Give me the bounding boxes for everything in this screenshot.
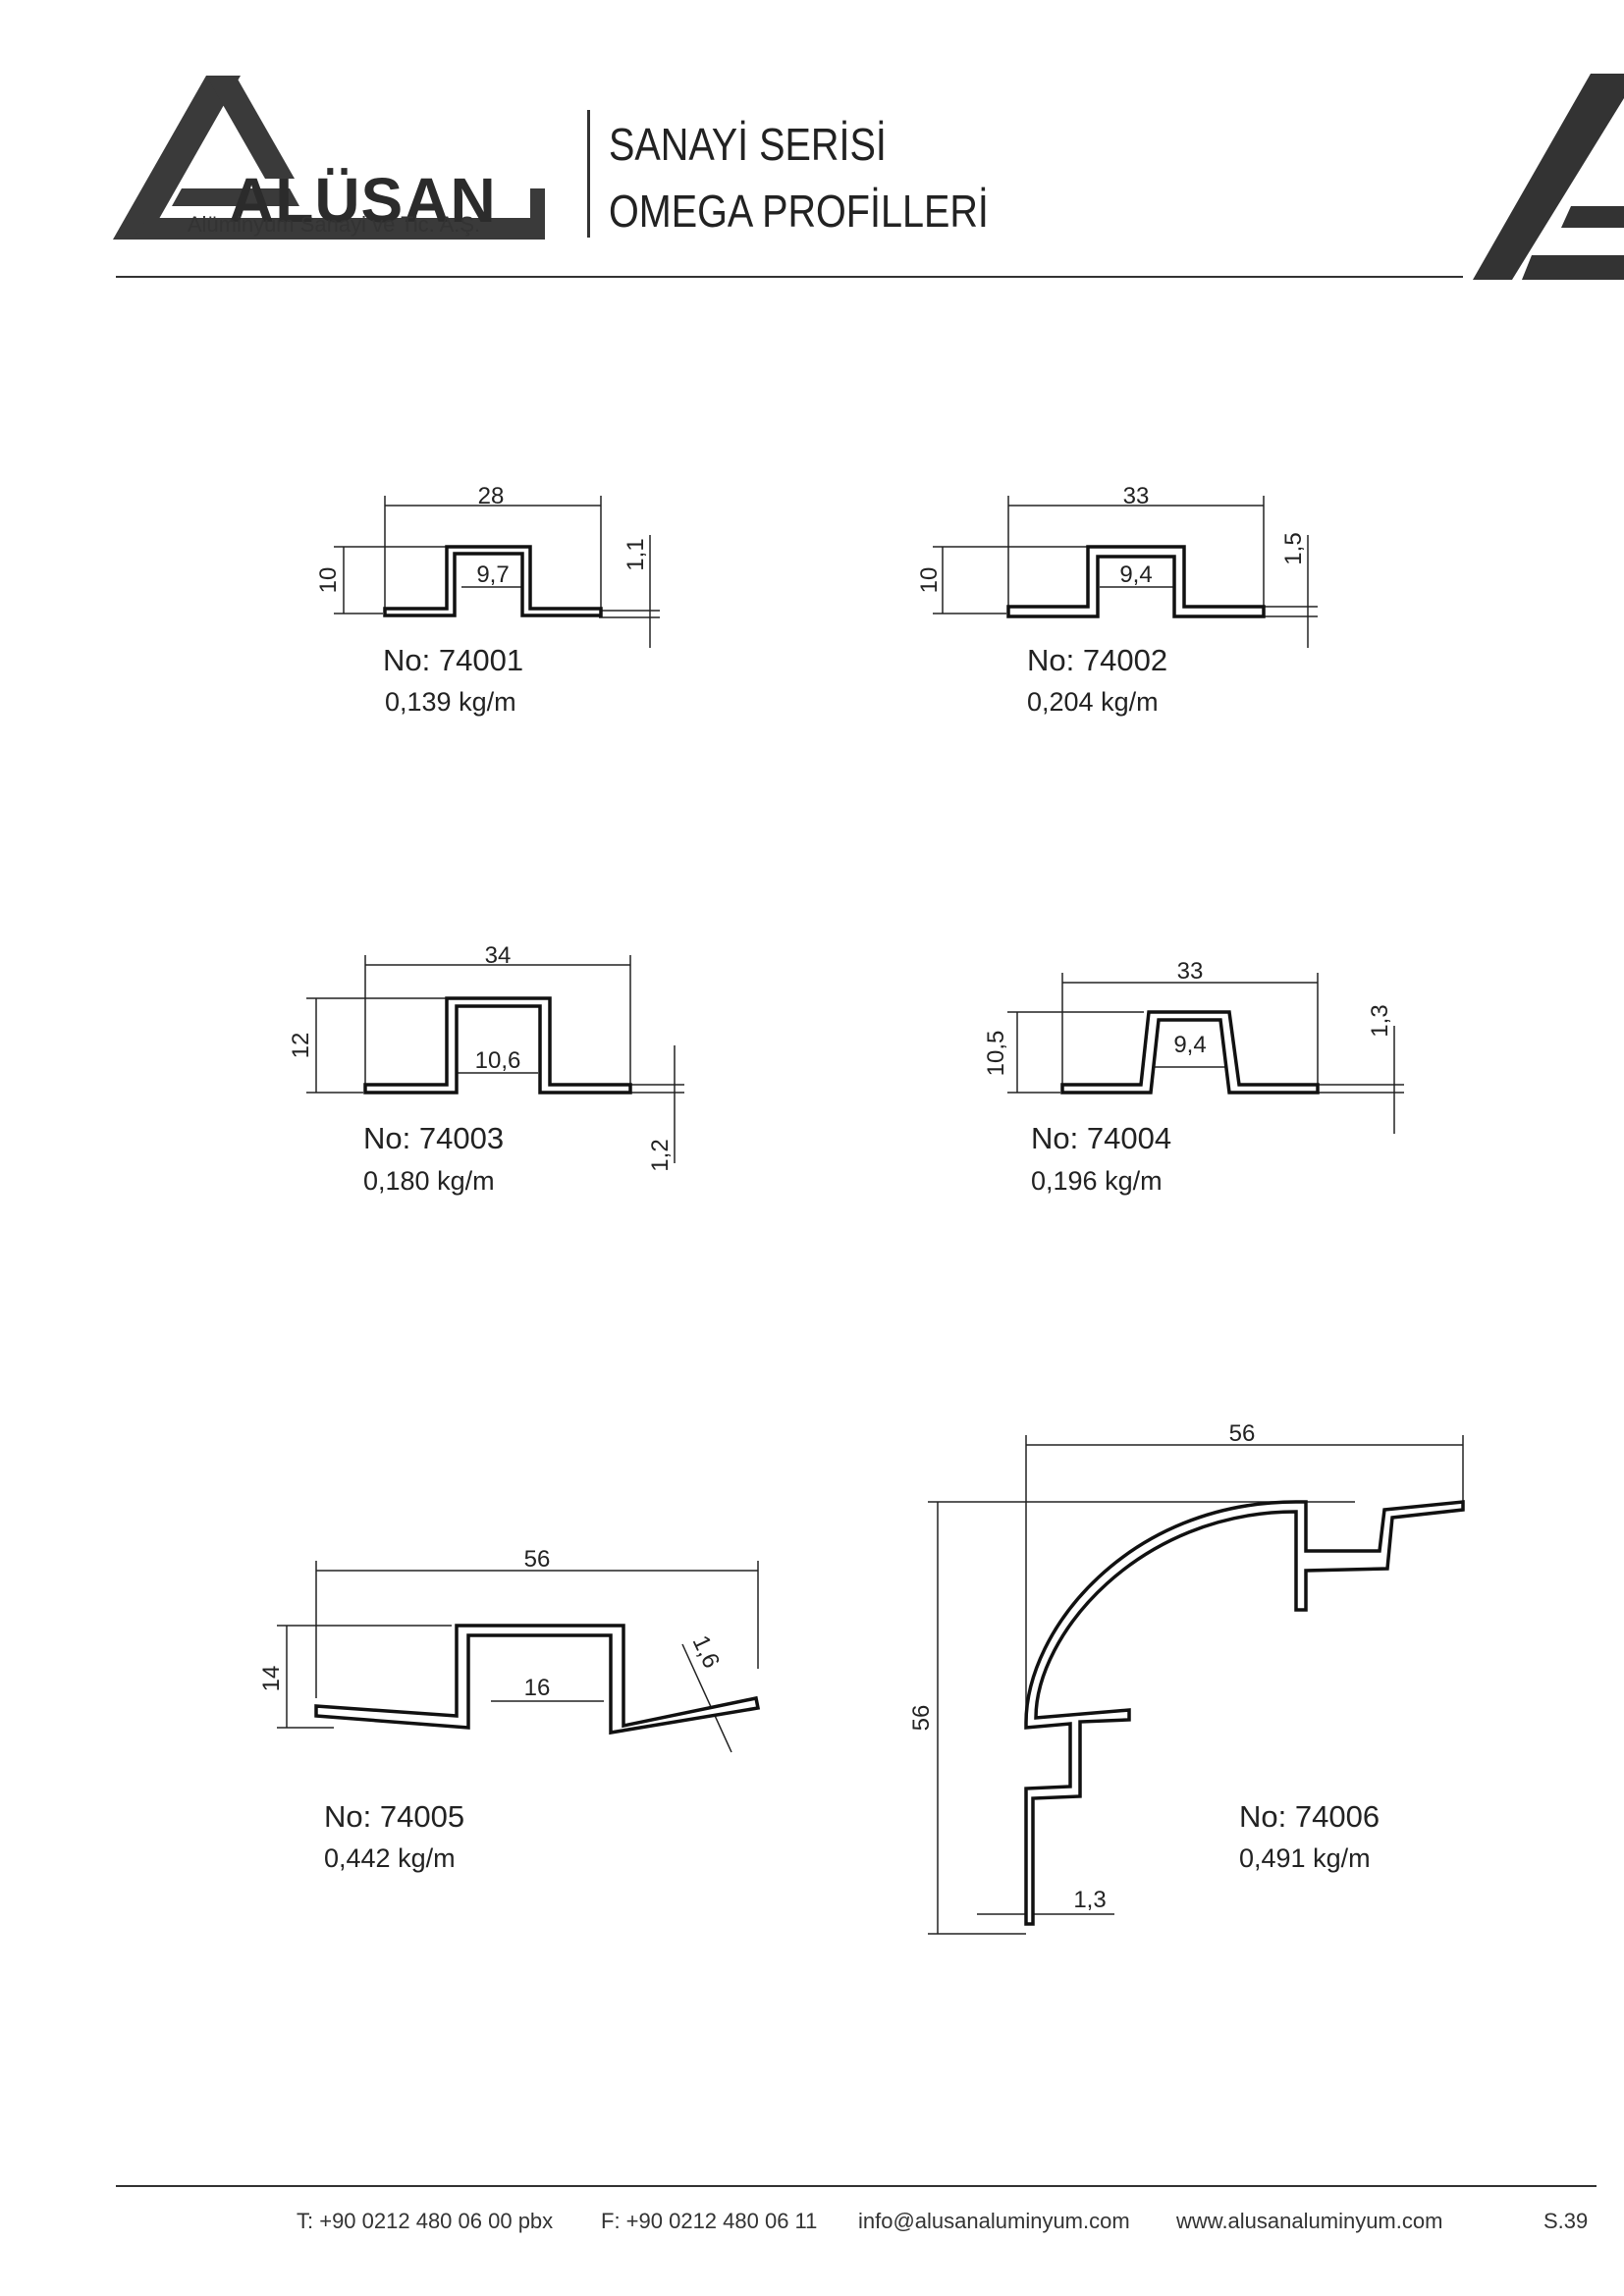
profile-drawing-74005: 56 16 14 1,6 (258, 1546, 761, 1753)
profile-number: No: 74006 (1239, 1799, 1380, 1834)
dim-height: 14 (258, 1666, 285, 1692)
dim-inner: 9,4 (1173, 1032, 1206, 1058)
dim-width: 56 (1229, 1420, 1256, 1447)
profile-number: No: 74001 (383, 643, 524, 677)
dim-thickness: 1,3 (1367, 1004, 1393, 1037)
dim-thickness: 1,2 (647, 1139, 674, 1171)
profile-drawing-74006: 56 56 1,3 (908, 1420, 1465, 1935)
dim-thickness: 1,3 (1073, 1887, 1106, 1913)
company-name: ALÜSAN (229, 165, 497, 236)
dim-width: 33 (1177, 958, 1204, 985)
dim-inner: 9,4 (1119, 561, 1152, 588)
corner-logo (1463, 59, 1624, 285)
header-rule (116, 276, 1463, 278)
company-logo: ALÜSAN Alüminyum Sanayi ve Tic. A.Ş. (113, 71, 555, 247)
series-title: SANAYİ SERİSİ (609, 119, 887, 170)
corner-logo-icon (1473, 74, 1624, 280)
profile-number: No: 74003 (363, 1121, 505, 1155)
profile-weight: 0,491 kg/m (1239, 1843, 1371, 1873)
header-divider (587, 110, 590, 238)
dim-inner: 9,7 (476, 561, 509, 588)
profile-number: No: 74005 (324, 1799, 465, 1834)
dim-thickness: 1,5 (1280, 532, 1307, 564)
dim-width: 33 (1123, 483, 1150, 509)
dim-height: 12 (288, 1033, 314, 1059)
footer-phone: T: +90 0212 480 06 00 pbx (297, 2209, 554, 2233)
dim-height: 10,5 (983, 1031, 1009, 1077)
profile-drawing-74003: 34 10,6 12 1,2 (288, 942, 684, 1172)
page-number: S.39 (1543, 2209, 1589, 2233)
profile-weight: 0,196 kg/m (1031, 1166, 1163, 1196)
profile-number: No: 74004 (1031, 1121, 1172, 1155)
dim-thickness: 1,1 (623, 538, 649, 570)
profile-drawing-74001: 28 9,7 10 1,1 (315, 483, 660, 648)
dim-width: 56 (524, 1546, 551, 1573)
series-subtitle: OMEGA PROFİLLERİ (609, 186, 989, 237)
footer-rule (116, 2185, 1597, 2187)
dim-inner: 16 (524, 1675, 551, 1701)
profile-number: No: 74002 (1027, 643, 1168, 677)
profile-weight: 0,204 kg/m (1027, 687, 1159, 717)
footer-fax: F: +90 0212 480 06 11 (601, 2209, 818, 2233)
profile-weight: 0,139 kg/m (385, 687, 516, 717)
profile-drawing-74002: 33 9,4 10 1,5 (916, 483, 1318, 648)
dim-inner: 10,6 (475, 1047, 521, 1074)
footer-email: info@alusanaluminyum.com (858, 2209, 1130, 2233)
profile-weight: 0,442 kg/m (324, 1843, 456, 1873)
company-subtitle: Alüminyum Sanayi ve Tic. A.Ş. (187, 212, 481, 237)
dim-width: 28 (478, 483, 505, 509)
dim-width: 34 (485, 942, 512, 969)
profile-weight: 0,180 kg/m (363, 1166, 495, 1196)
dim-height: 56 (908, 1705, 935, 1732)
profile-drawing-74004: 33 9,4 10,5 1,3 (983, 958, 1404, 1134)
dim-height: 10 (315, 567, 342, 594)
logo-mark-icon (113, 76, 545, 240)
dim-height: 10 (916, 567, 943, 594)
footer-website: www.alusanaluminyum.com (1176, 2209, 1443, 2233)
